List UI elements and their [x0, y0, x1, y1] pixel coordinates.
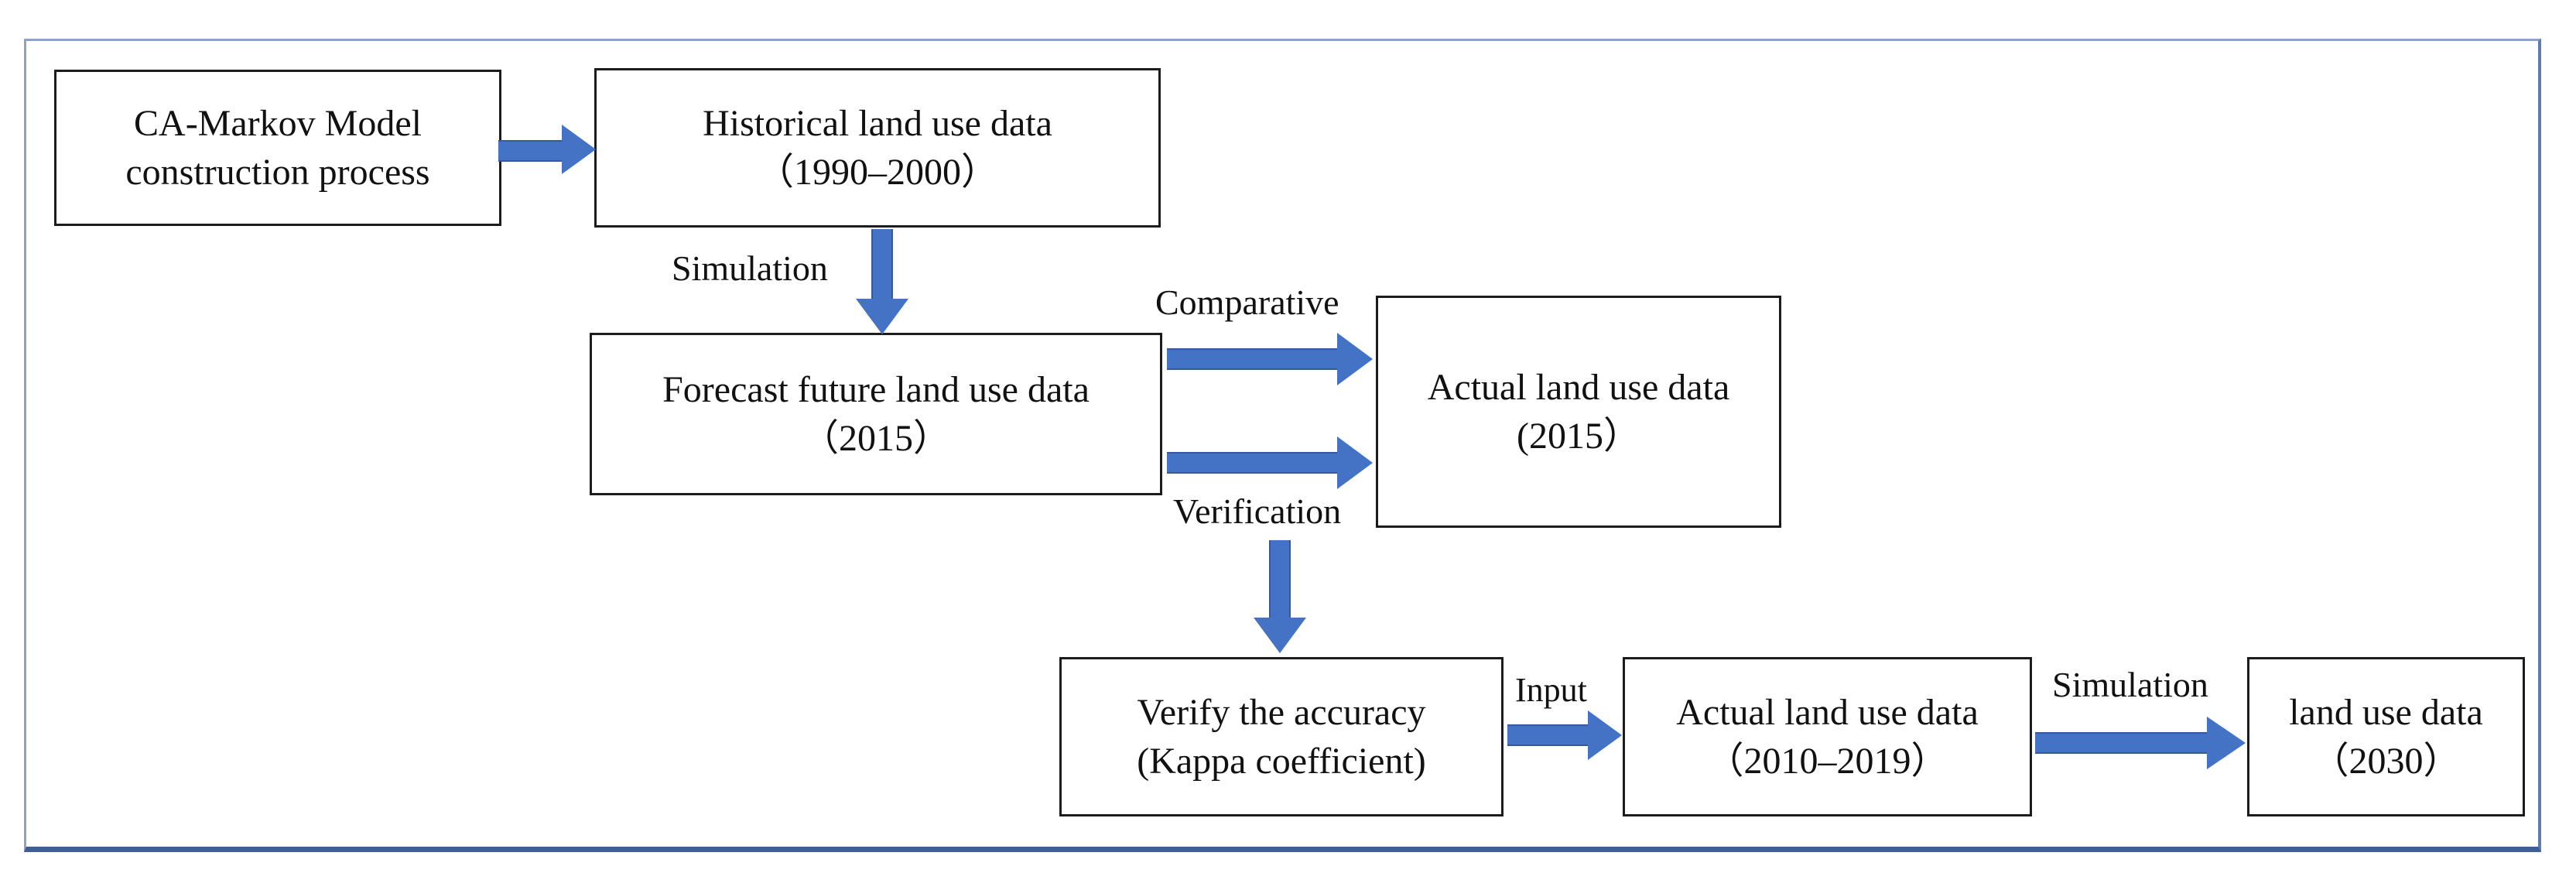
arrow-shaft — [1507, 724, 1589, 746]
box-text-line: （2015） — [801, 418, 950, 459]
box-forecast-future-land-use: Forecast future land use data （2015） — [590, 333, 1162, 495]
box-text-line: Verify the accuracy — [1137, 691, 1426, 733]
box-verify-accuracy: Verify the accuracy (Kappa coefficient) — [1059, 657, 1504, 816]
box-text-line: land use data — [2289, 691, 2483, 733]
arrow-head-right-icon — [1337, 436, 1373, 489]
box-text-line: CA-Markov Model — [134, 102, 422, 144]
box-text-line: Forecast future land use data — [662, 368, 1090, 410]
box-text-line: construction process — [125, 152, 430, 193]
arrow-head-down-icon — [856, 299, 908, 334]
label-comparative: Comparative — [1155, 282, 1339, 322]
arrow-head-right-icon — [2207, 717, 2246, 769]
box-text-line: (2015） — [1517, 416, 1640, 457]
arrow-head-right-icon — [562, 125, 596, 174]
label-simulation-2: Simulation — [2052, 665, 2208, 704]
box-land-use-2030: land use data （2030） — [2247, 657, 2525, 816]
arrow-head-down-icon — [1254, 618, 1306, 653]
box-actual-land-use-2010-2019: Actual land use data （2010–2019） — [1623, 657, 2032, 816]
box-text-line: (Kappa coefficient) — [1137, 741, 1426, 782]
box-text-line: （1990–2000） — [756, 152, 998, 193]
box-text-line: Actual land use data — [1427, 366, 1730, 408]
box-ca-markov-model: CA-Markov Model construction process — [54, 70, 501, 226]
box-historical-land-use: Historical land use data （1990–2000） — [594, 68, 1161, 228]
box-text-line: Historical land use data — [703, 102, 1052, 144]
label-verification: Verification — [1173, 491, 1342, 531]
box-text-line: （2010–2019） — [1706, 741, 1948, 782]
arrow-head-right-icon — [1337, 333, 1373, 385]
arrow-head-right-icon — [1588, 710, 1622, 760]
arrow-shaft — [1269, 540, 1291, 619]
arrow-shaft — [1167, 452, 1339, 474]
label-input: Input — [1515, 671, 1587, 709]
arrow-shaft — [871, 229, 893, 300]
arrow-shaft — [1167, 348, 1339, 370]
arrow-shaft — [498, 140, 563, 162]
arrow-shaft — [2035, 732, 2208, 754]
label-simulation-1: Simulation — [672, 248, 828, 288]
box-actual-land-use-2015: Actual land use data (2015） — [1376, 296, 1781, 528]
box-text-line: （2030） — [2311, 741, 2461, 782]
box-text-line: Actual land use data — [1676, 691, 1979, 733]
